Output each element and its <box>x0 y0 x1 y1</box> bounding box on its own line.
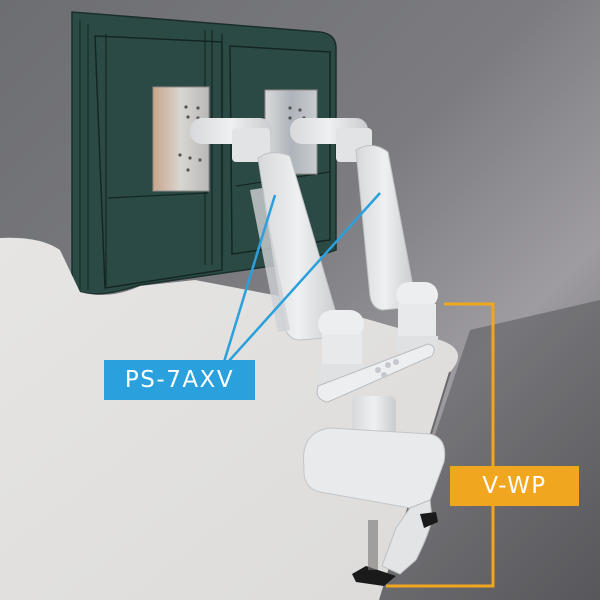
arm-right <box>290 118 439 360</box>
arm-left <box>190 118 367 392</box>
clamp-bracket <box>386 302 495 588</box>
arm-model-label: PS-7AXV <box>104 360 255 400</box>
desk-clamp <box>303 427 446 586</box>
arm-callout-lines <box>222 192 381 363</box>
clamp-model-label: V-WP <box>450 466 579 506</box>
